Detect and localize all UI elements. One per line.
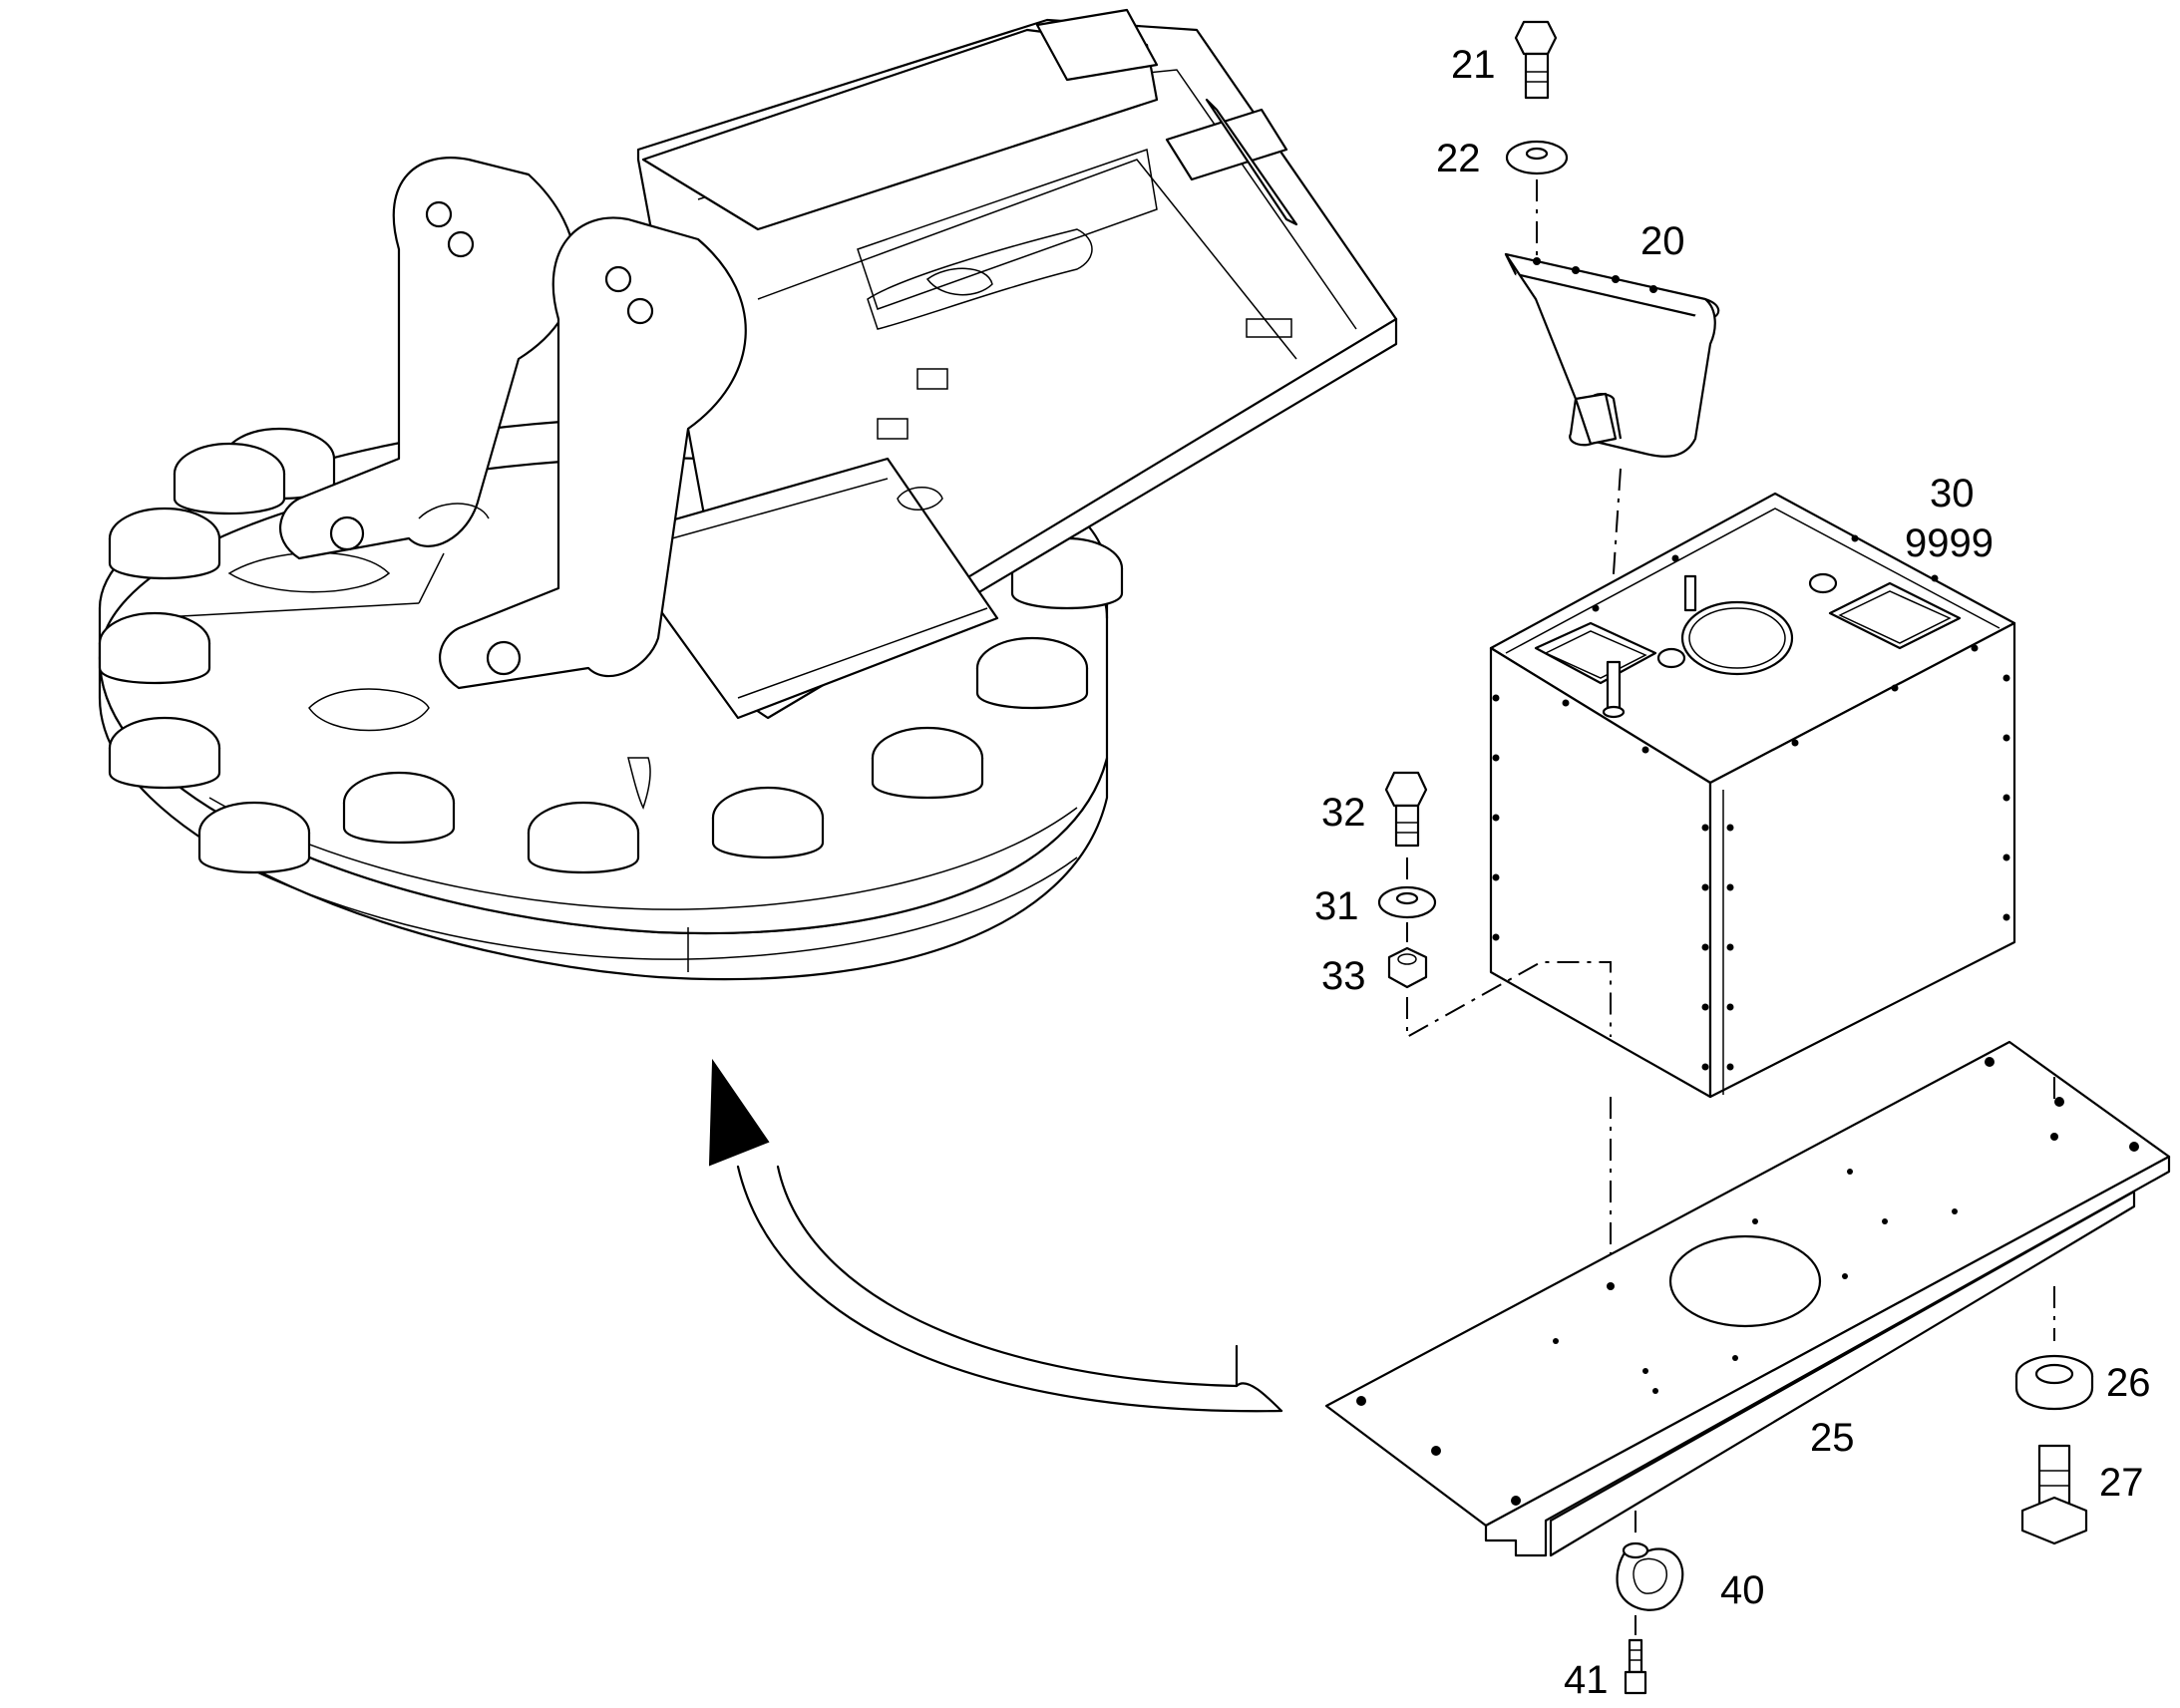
nut-33: [1387, 946, 1428, 989]
callout-25: 25: [1810, 1416, 1855, 1460]
callout-9999: 9999: [1905, 521, 1994, 565]
callout-27: 27: [2099, 1461, 2144, 1505]
washer-31: [1377, 885, 1437, 919]
centerline-20-30: [1610, 468, 1622, 619]
bolt-27: [2020, 1444, 2088, 1545]
callout-40: 40: [1720, 1568, 1765, 1612]
callout-20: 20: [1640, 219, 1685, 263]
callout-26: 26: [2106, 1361, 2151, 1405]
bracket-20: [1504, 252, 1720, 458]
callout-21: 21: [1451, 43, 1496, 87]
callout-30: 30: [1930, 472, 1975, 515]
assembly-direction-arrow: [708, 1058, 1283, 1413]
box-30: [1489, 492, 2016, 1099]
base-plate-25-holes: [1356, 1057, 2139, 1506]
callout-31: 31: [1314, 884, 1359, 928]
base-plate-25: [1324, 1040, 2171, 1557]
callout-32: 32: [1321, 791, 1366, 835]
bolt-21: [1514, 20, 1558, 100]
clamp-40: [1616, 1541, 1684, 1611]
callout-33: 33: [1321, 954, 1366, 998]
box-30-screws: [1492, 534, 2010, 1071]
screw-41: [1624, 1638, 1647, 1695]
callout-22: 22: [1436, 137, 1481, 180]
bolt-32: [1384, 771, 1428, 848]
washer-26: [2014, 1354, 2094, 1411]
callout-41: 41: [1564, 1658, 1609, 1702]
washer-22: [1505, 140, 1569, 175]
uppercarriage-frame-assembly: [98, 8, 1398, 981]
main-frame: [279, 8, 1398, 720]
